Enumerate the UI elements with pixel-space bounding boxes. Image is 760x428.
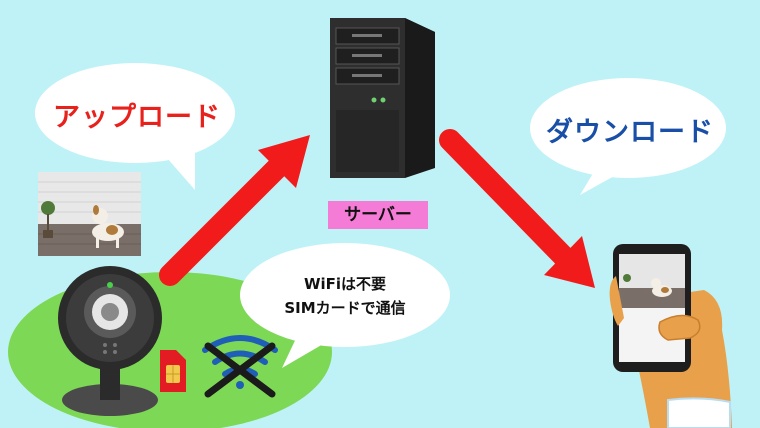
wifi-note-line-2: SIMカードで通信 bbox=[284, 299, 406, 317]
wifi-note-line-1: WiFiは不要 bbox=[303, 275, 387, 293]
server-label: サーバー bbox=[328, 201, 428, 229]
smartphone-icon bbox=[609, 244, 732, 428]
upload-arrow bbox=[159, 135, 310, 286]
wifi-note: WiFiは不要 SIMカードで通信 bbox=[250, 272, 440, 320]
wifi-note-bubble bbox=[240, 243, 450, 368]
server-icon bbox=[330, 18, 435, 178]
dog-photo bbox=[38, 172, 141, 256]
webcam-icon bbox=[58, 266, 162, 416]
no-wifi-icon bbox=[202, 335, 278, 398]
download-arrow bbox=[439, 129, 595, 288]
upload-label: アップロード bbox=[53, 102, 221, 133]
upload-bubble bbox=[35, 63, 235, 190]
download-label: ダウンロード bbox=[546, 117, 714, 148]
download-bubble bbox=[530, 78, 726, 195]
sim-card-icon bbox=[160, 350, 186, 392]
